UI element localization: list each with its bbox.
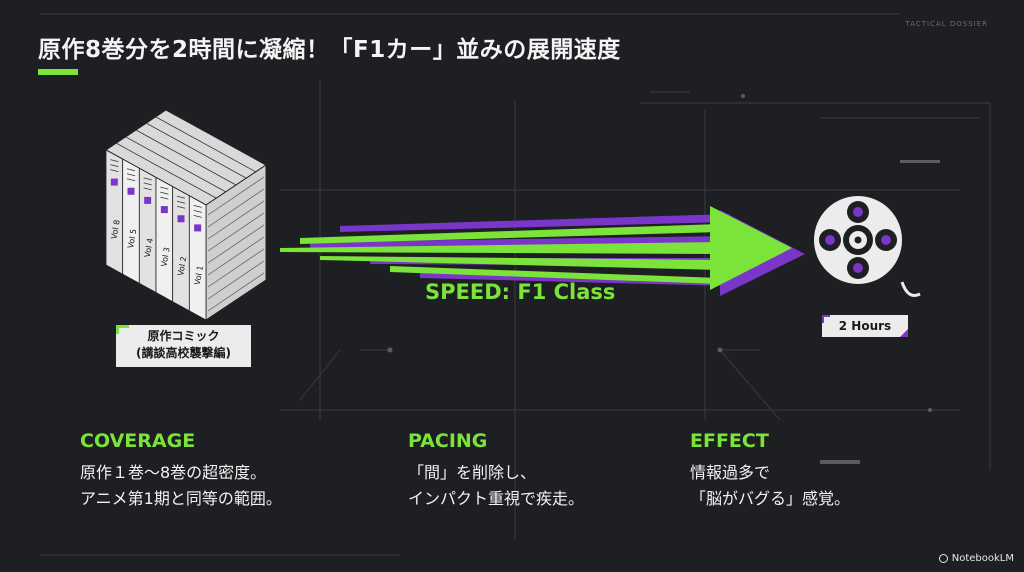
volume-marker bbox=[194, 224, 202, 232]
effect-heading: EFFECT bbox=[690, 430, 769, 452]
notebooklm-logo: NotebookLM bbox=[938, 553, 1014, 564]
film-reel-icon bbox=[814, 196, 921, 297]
volume-spine bbox=[172, 185, 190, 312]
manga-caption-line1: 原作コミック bbox=[147, 329, 220, 343]
brand-tag: TACTICAL DOSSIER bbox=[905, 20, 988, 28]
spine-stripe bbox=[110, 164, 119, 167]
speed-arrow bbox=[280, 206, 805, 296]
spine-stripe bbox=[126, 173, 136, 177]
spine-stripe bbox=[143, 177, 152, 181]
manga-caption: 原作コミック (講談高校襲撃編) bbox=[116, 325, 251, 367]
notebooklm-logo-text: NotebookLM bbox=[951, 553, 1014, 564]
volume-label: Vol 4 bbox=[143, 237, 155, 258]
page-title: 原作8巻分を2時間に凝縮！「F1カー」並みの展開速度 bbox=[38, 37, 621, 63]
volume-label: Vol 2 bbox=[176, 256, 188, 277]
volume-label: Vol 1 bbox=[193, 265, 205, 286]
spine-stripe bbox=[126, 178, 136, 182]
spine-stripe bbox=[143, 182, 152, 186]
volume-label: Vol 8 bbox=[109, 219, 121, 240]
speed-label: SPEED: F1 Class bbox=[425, 280, 616, 304]
volume-spine bbox=[105, 149, 124, 275]
volume-marker bbox=[127, 187, 135, 195]
volume-marker bbox=[144, 196, 152, 204]
pacing-heading: PACING bbox=[408, 430, 488, 452]
coverage-heading: COVERAGE bbox=[80, 430, 196, 452]
spine-stripe bbox=[193, 215, 202, 218]
effect-column: EFFECT 情報過多で 「脳がバグる」感覚。 bbox=[690, 430, 850, 512]
pacing-column: PACING 「間」を削除し、 インパクト重視で疾走。 bbox=[408, 430, 584, 512]
pacing-line2: インパクト重視で疾走。 bbox=[408, 489, 585, 508]
title-accent-bar bbox=[38, 69, 78, 75]
volume-marker bbox=[177, 215, 185, 223]
spine-stripe bbox=[160, 186, 169, 190]
manga-caption-line2: (講談高校襲撃編) bbox=[136, 346, 231, 360]
effect-line1: 情報過多で bbox=[690, 463, 771, 482]
volume-spine bbox=[138, 167, 157, 294]
spine-stripe bbox=[193, 210, 202, 213]
volume-spine bbox=[155, 176, 174, 303]
spine-stripe bbox=[110, 159, 119, 162]
coverage-column: COVERAGE 原作１巻〜8巻の超密度。 アニメ第1期と同等の範囲。 bbox=[80, 430, 282, 512]
duration-badge: 2 Hours bbox=[822, 315, 908, 337]
spine-stripe bbox=[160, 196, 169, 200]
pacing-line1: 「間」を削除し、 bbox=[408, 463, 537, 482]
volume-marker bbox=[160, 206, 168, 214]
volume-label: Vol 5 bbox=[126, 228, 138, 249]
manga-volume-stack: Vol 8 Vol 5 Vol 4 Vol 3 Vol 2 Vol 1 bbox=[105, 109, 267, 321]
spine-stripe bbox=[176, 200, 186, 204]
coverage-line2: アニメ第1期と同等の範囲。 bbox=[80, 489, 282, 508]
volume-marker bbox=[110, 178, 118, 186]
spine-stripe bbox=[143, 187, 152, 191]
volume-spine bbox=[188, 195, 207, 321]
volume-label: Vol 3 bbox=[159, 247, 171, 268]
volume-spine bbox=[122, 158, 140, 285]
spine-stripe bbox=[193, 205, 202, 208]
spine-stripe bbox=[176, 195, 186, 199]
spine-stripe bbox=[176, 205, 186, 209]
spine-stripe bbox=[160, 191, 169, 195]
effect-line2: 「脳がバグる」感覚。 bbox=[690, 489, 851, 508]
spine-stripe bbox=[126, 168, 136, 172]
coverage-line1: 原作１巻〜8巻の超密度。 bbox=[80, 463, 267, 482]
spine-stripe bbox=[110, 169, 119, 172]
notebooklm-logo-icon bbox=[938, 554, 948, 563]
